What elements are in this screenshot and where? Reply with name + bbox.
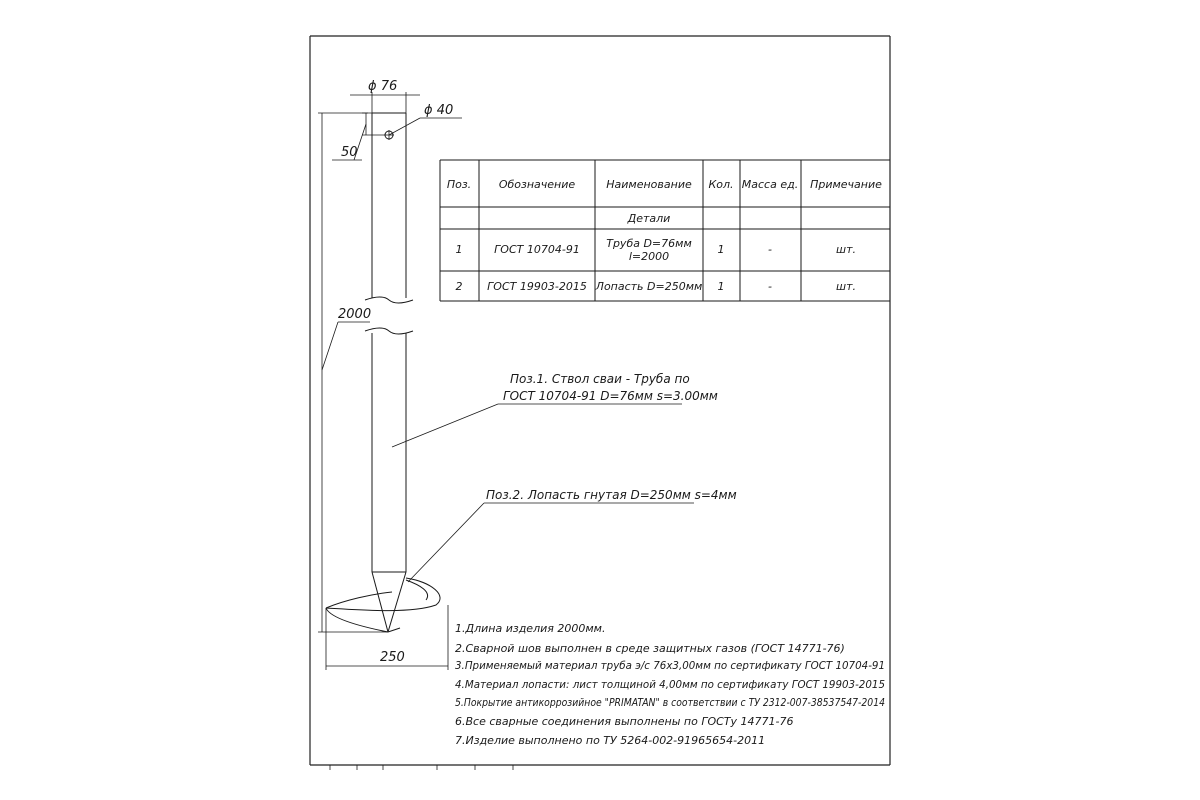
table-header-note: Примечание <box>810 178 882 191</box>
note-2: 2.Сварной шов выполнен в среде защитных … <box>455 642 845 655</box>
drawing-frame <box>309 35 891 770</box>
dimension-text-2000: 2000 <box>338 307 371 322</box>
table-row-2-note: шт. <box>836 280 856 293</box>
note-3: 3.Применяемый материал труба э/с 76х3,00… <box>455 659 885 672</box>
dimension-text-40: ϕ 40 <box>424 103 453 118</box>
dimension-text-250: 250 <box>380 650 405 665</box>
table-header-designation: Обозначение <box>499 178 576 191</box>
table-row-1-note: шт. <box>836 243 856 256</box>
table-row-2-pos: 2 <box>456 280 463 293</box>
table-section-label: Детали <box>627 212 671 225</box>
dimension-diameter-76: ϕ 76 <box>350 79 420 113</box>
callout-pos-2: Поз.2. Лопасть гнутая D=250мм s=4мм <box>407 488 737 583</box>
dimension-text-50: 50 <box>341 145 358 160</box>
callout-pos-2-text: Поз.2. Лопасть гнутая D=250мм s=4мм <box>486 488 737 502</box>
dimension-text-76: ϕ 76 <box>368 79 397 94</box>
dimension-length-2000: 2000 <box>318 112 388 633</box>
note-4: 4.Материал лопасти: лист толщиной 4,00мм… <box>455 678 885 691</box>
table-row-1-name-line2: l=2000 <box>629 250 669 263</box>
note-1: 1.Длина изделия 2000мм. <box>455 622 605 635</box>
dimension-diameter-40: ϕ 40 <box>388 103 462 136</box>
note-6: 6.Все сварные соединения выполнены по ГО… <box>455 715 794 728</box>
table-row-1-qty: 1 <box>718 243 725 256</box>
table-header-name: Наименование <box>606 178 692 191</box>
table-header-qty: Кол. <box>708 178 733 191</box>
table-row-1-mass: - <box>768 243 772 256</box>
table-row-1-pos: 1 <box>456 243 463 256</box>
callout-pos-1-line1: Поз.1. Ствол сваи - Труба по <box>510 372 690 386</box>
table-row-1-name-line1: Труба D=76мм <box>606 237 692 250</box>
table-row-2-designation: ГОСТ 19903-2015 <box>487 280 587 293</box>
table-row-1-designation: ГОСТ 10704-91 <box>494 243 580 256</box>
table-header-pos: Поз. <box>447 178 471 191</box>
pile-shaft <box>364 112 414 633</box>
dimension-blade-250: 250 <box>325 605 449 670</box>
notes: 1.Длина изделия 2000мм. 2.Сварной шов вы… <box>455 622 885 747</box>
note-7: 7.Изделие выполнено по ТУ 5264-002-91965… <box>455 734 765 747</box>
callout-pos-1-line2: ГОСТ 10704-91 D=76мм s=3.00мм <box>503 389 718 403</box>
spec-table: Поз. Обозначение Наименование Кол. Масса… <box>439 159 890 302</box>
table-row-2-qty: 1 <box>718 280 725 293</box>
table-header-mass: Масса ед. <box>742 178 798 191</box>
callout-pos-1: Поз.1. Ствол сваи - Труба по ГОСТ 10704-… <box>391 372 718 448</box>
dimension-offset-50: 50 <box>332 112 385 161</box>
table-row-2-name-line1: Лопасть D=250мм <box>595 280 703 293</box>
note-5: 5.Покрытие антикоррозийное "PRIMATAN" в … <box>455 696 885 709</box>
table-row-2-mass: - <box>768 280 772 293</box>
helical-blade <box>325 577 441 633</box>
